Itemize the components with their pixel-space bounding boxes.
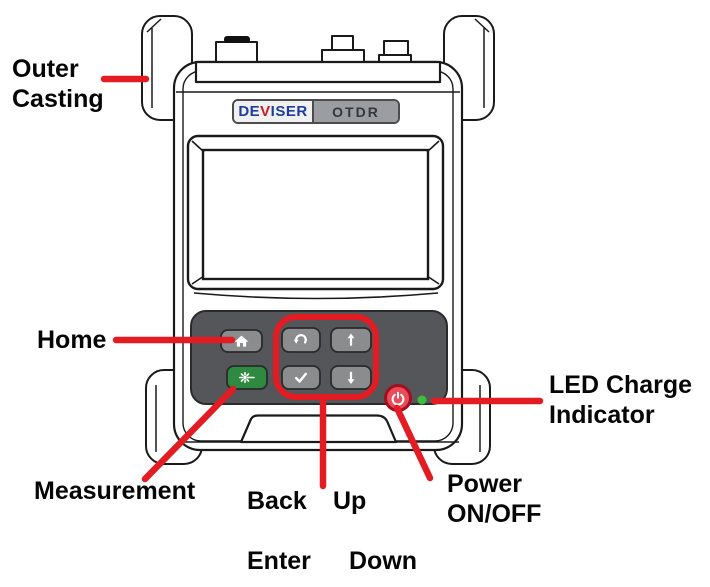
label-home: Home (37, 326, 107, 354)
label-back: Back (247, 487, 307, 515)
top-connectors (176, 35, 460, 93)
top-bar (194, 60, 442, 84)
screen (186, 134, 445, 300)
bottom-handle (178, 414, 459, 444)
up-button (330, 327, 372, 353)
label-power: Power ON/OFF (447, 470, 542, 528)
home-button (220, 329, 263, 353)
back-button (281, 327, 321, 353)
top-connector-right-tip (383, 40, 409, 57)
enter-check-icon (295, 372, 307, 383)
label-down: Down (349, 547, 418, 575)
enter-button (281, 365, 321, 390)
home-icon (234, 335, 249, 347)
top-connector-left-cap (224, 36, 250, 43)
down-arrow-icon (347, 371, 355, 384)
power-icon (391, 391, 405, 406)
label-enter: Enter (247, 547, 311, 575)
label-outer-casting: Outer Casting (12, 55, 104, 113)
brand-text: DE (238, 103, 261, 120)
label-up: Up (333, 487, 367, 515)
screen-lower-contour (193, 292, 439, 300)
top-connector-left (215, 41, 258, 65)
measurement-button (226, 365, 268, 390)
model-text: OTDR (312, 101, 398, 122)
laser-icon (239, 371, 255, 384)
callout-line-power (393, 404, 434, 482)
label-measurement: Measurement (34, 477, 196, 505)
led-charge-light (417, 395, 427, 405)
back-icon (293, 334, 307, 344)
keypad-cluster-highlight (273, 314, 379, 400)
label-led-charge: LED Charge Indicator (549, 371, 693, 429)
callout-line-measurement (141, 385, 237, 483)
up-arrow-icon (347, 333, 355, 346)
callout-lines (100, 75, 544, 490)
screen-display (201, 148, 430, 281)
down-button (330, 365, 372, 390)
